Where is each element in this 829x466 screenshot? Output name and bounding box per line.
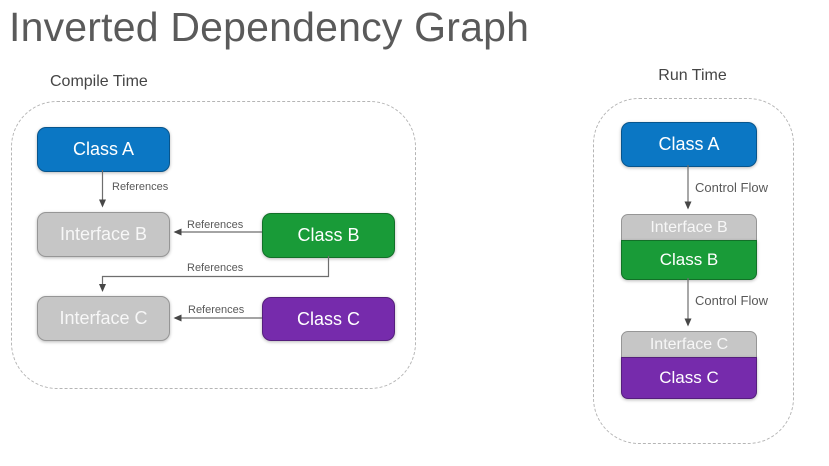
run-panel-label: Run Time: [658, 67, 727, 84]
compile-node-interface-c: Interface C: [37, 296, 170, 341]
edge-label-control-flow-2: Control Flow: [695, 293, 768, 308]
compile-node-class-a: Class A: [37, 127, 170, 172]
run-node-class-a: Class A: [621, 122, 757, 167]
compile-node-class-b: Class B: [262, 213, 395, 258]
compile-panel-border: [11, 101, 416, 389]
edge-label-references-4: References: [188, 304, 245, 316]
run-node-interface-c: Interface C: [621, 331, 757, 359]
edge-label-references-3: References: [187, 262, 244, 274]
compile-node-class-c: Class C: [262, 297, 395, 341]
edge-label-references-2: References: [187, 219, 244, 231]
run-node-interface-b: Interface B: [621, 214, 757, 242]
run-panel-border: [593, 98, 794, 444]
page-title: Inverted Dependency Graph: [9, 4, 530, 50]
edge-label-control-flow-1: Control Flow: [695, 180, 768, 195]
compile-node-interface-b: Interface B: [37, 212, 170, 257]
run-node-class-b: Class B: [621, 240, 757, 280]
run-node-class-c: Class C: [621, 357, 757, 399]
edge-label-references-1: References: [112, 181, 169, 193]
compile-panel-label: Compile Time: [50, 73, 148, 90]
